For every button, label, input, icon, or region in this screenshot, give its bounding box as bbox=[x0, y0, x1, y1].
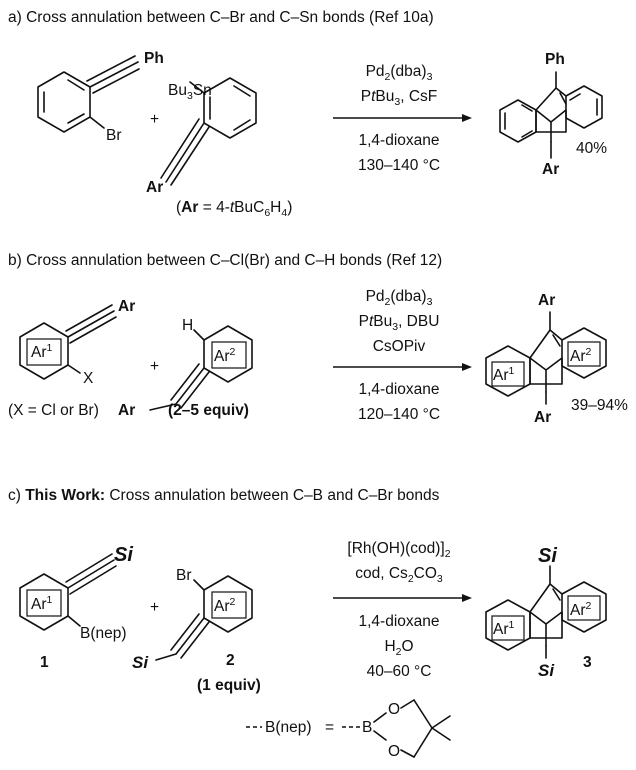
a-yield: 40% bbox=[576, 140, 607, 157]
right-ring bbox=[561, 327, 607, 379]
c2-ring-label: Ar2 bbox=[214, 596, 236, 615]
b2-equiv: (2–5 equiv) bbox=[168, 402, 249, 419]
right-ring bbox=[561, 581, 607, 633]
panel-c-plus: + bbox=[150, 599, 159, 616]
c-product-ring1: Ar1 bbox=[493, 619, 515, 638]
panel-b-product: Ar1 Ar2 Ar Ar 39–94% bbox=[485, 292, 628, 426]
a-solvent: 1,4-dioxane bbox=[358, 132, 439, 149]
bnep-definition: B(nep) = B O O bbox=[246, 699, 451, 760]
x-definition: (X = Cl or Br) bbox=[8, 402, 99, 419]
panel-c-conditions: [Rh(OH)(cod)]2 cod, Cs2CO3 1,4-dioxane H… bbox=[333, 540, 472, 680]
a-ligand-base: PtBu3, CsF bbox=[361, 88, 438, 108]
c1-boron-label: B(nep) bbox=[80, 625, 127, 642]
b2-hydrogen: H bbox=[182, 317, 193, 334]
c-solvent: 1,4-dioxane bbox=[358, 613, 439, 630]
a2-stannyl-label: Bu3Sn bbox=[168, 82, 212, 102]
c-cosolvent: H2O bbox=[384, 638, 413, 658]
c-product-top-silyl: Si bbox=[538, 545, 557, 567]
alkyne-bond bbox=[89, 61, 139, 88]
panel-a-reactant-2: Bu3Sn Ar (Ar = 4-tBuC6H4) bbox=[146, 77, 292, 219]
compound-1-number: 1 bbox=[40, 654, 49, 671]
b-product-top-substituent: Ar bbox=[538, 292, 555, 309]
b-catalyst: Pd2(dba)3 bbox=[366, 288, 433, 308]
b1-halide-label: X bbox=[83, 370, 94, 387]
panel-b-plus: + bbox=[150, 358, 159, 375]
b-temperature: 120–140 °C bbox=[358, 406, 440, 423]
b-product-ring2: Ar2 bbox=[570, 346, 592, 365]
c2-equiv: (1 equiv) bbox=[197, 677, 261, 694]
compound-3-number: 3 bbox=[583, 654, 592, 671]
ar-definition: (Ar = 4-tBuC6H4) bbox=[176, 199, 292, 219]
c-catalyst: [Rh(OH)(cod)]2 bbox=[347, 540, 450, 560]
bnep-equals: = bbox=[325, 719, 334, 736]
benzene-ring bbox=[203, 77, 257, 139]
panel-c-reactant-2: Ar2 Br Si 2 (1 equiv) bbox=[132, 567, 261, 694]
panel-c-title: c) This Work: Cross annulation between C… bbox=[8, 487, 440, 504]
panel-b-title: b) Cross annulation between C–Cl(Br) and… bbox=[8, 252, 442, 269]
c-product-ring2: Ar2 bbox=[570, 600, 592, 619]
panel-c-product: Ar1 Ar2 Si Si 3 bbox=[485, 545, 607, 680]
b-additive: CsOPiv bbox=[373, 338, 426, 355]
a-product-top-substituent: Ph bbox=[545, 51, 565, 68]
b2-alkyne-substituent: Ar bbox=[118, 402, 135, 419]
bnep-lhs: B(nep) bbox=[265, 719, 312, 736]
a-product-bottom-substituent: Ar bbox=[542, 161, 559, 178]
b-solvent: 1,4-dioxane bbox=[358, 381, 439, 398]
bnep-oxygen-bottom: O bbox=[388, 743, 400, 760]
compound-2-number: 2 bbox=[226, 652, 235, 669]
b-ligand-base: PtBu3, DBU bbox=[359, 313, 440, 333]
bnep-oxygen-top: O bbox=[388, 701, 400, 718]
panel-a-plus: + bbox=[150, 111, 159, 128]
b1-alkyne-substituent: Ar bbox=[118, 298, 135, 315]
ar1-box bbox=[26, 338, 62, 366]
c-product-bottom-silyl: Si bbox=[538, 661, 555, 680]
c-temperature: 40–60 °C bbox=[367, 663, 432, 680]
a1-alkyne-substituent: Ph bbox=[144, 50, 164, 67]
panel-a-conditions: Pd2(dba)3 PtBu3, CsF 1,4-dioxane 130–140… bbox=[333, 63, 472, 174]
benzene-ring bbox=[37, 71, 91, 133]
b-yield: 39–94% bbox=[571, 397, 628, 414]
b1-ring-label: Ar1 bbox=[31, 342, 53, 361]
a-catalyst: Pd2(dba)3 bbox=[366, 63, 433, 83]
b-product-bottom-substituent: Ar bbox=[534, 409, 551, 426]
b2-ring-label: Ar2 bbox=[214, 346, 236, 365]
c1-silyl: Si bbox=[114, 544, 133, 566]
c-additive-base: cod, Cs2CO3 bbox=[355, 565, 443, 585]
panel-b-conditions: Pd2(dba)3 PtBu3, DBU CsOPiv 1,4-dioxane … bbox=[333, 288, 472, 423]
c2-bromo: Br bbox=[176, 567, 192, 584]
panel-a-product: Ph Ar 40% bbox=[499, 51, 607, 178]
c2-silyl: Si bbox=[132, 653, 149, 672]
b-product-ring1: Ar1 bbox=[493, 365, 515, 384]
panel-b-reactant-1: Ar1 Ar X (X = Cl or Br) bbox=[8, 298, 135, 419]
panel-a-reactant-1: Ph Br bbox=[37, 50, 164, 144]
c1-ring-label: Ar1 bbox=[31, 594, 53, 613]
bnep-boron: B bbox=[362, 719, 372, 736]
panel-c-reactant-1: Ar1 Si B(nep) 1 bbox=[19, 544, 133, 671]
a2-alkyne-substituent: Ar bbox=[146, 179, 163, 196]
a-temperature: 130–140 °C bbox=[358, 157, 440, 174]
a1-halide-label: Br bbox=[106, 127, 122, 144]
panel-b-reactant-2: Ar2 H Ar (2–5 equiv) bbox=[118, 317, 253, 419]
panel-a-title: a) Cross annulation between C–Br and C–S… bbox=[8, 9, 434, 26]
right-benzene bbox=[565, 85, 603, 129]
